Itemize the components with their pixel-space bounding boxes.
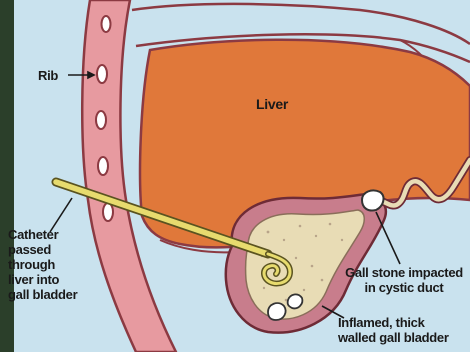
inflamed-gall-bladder-label: Inflamed, thick walled gall bladder	[338, 315, 470, 345]
gall-stone-label: Gall stone impacted in cystic duct	[336, 265, 470, 295]
liver-label: Liver	[256, 97, 288, 112]
catheter-label: Catheter passed through liver into gall …	[8, 227, 88, 302]
gall-stone	[268, 303, 286, 320]
gall-stone-impacted	[362, 190, 383, 210]
gall-stone	[288, 294, 303, 308]
rib-label: Rib	[38, 68, 58, 83]
